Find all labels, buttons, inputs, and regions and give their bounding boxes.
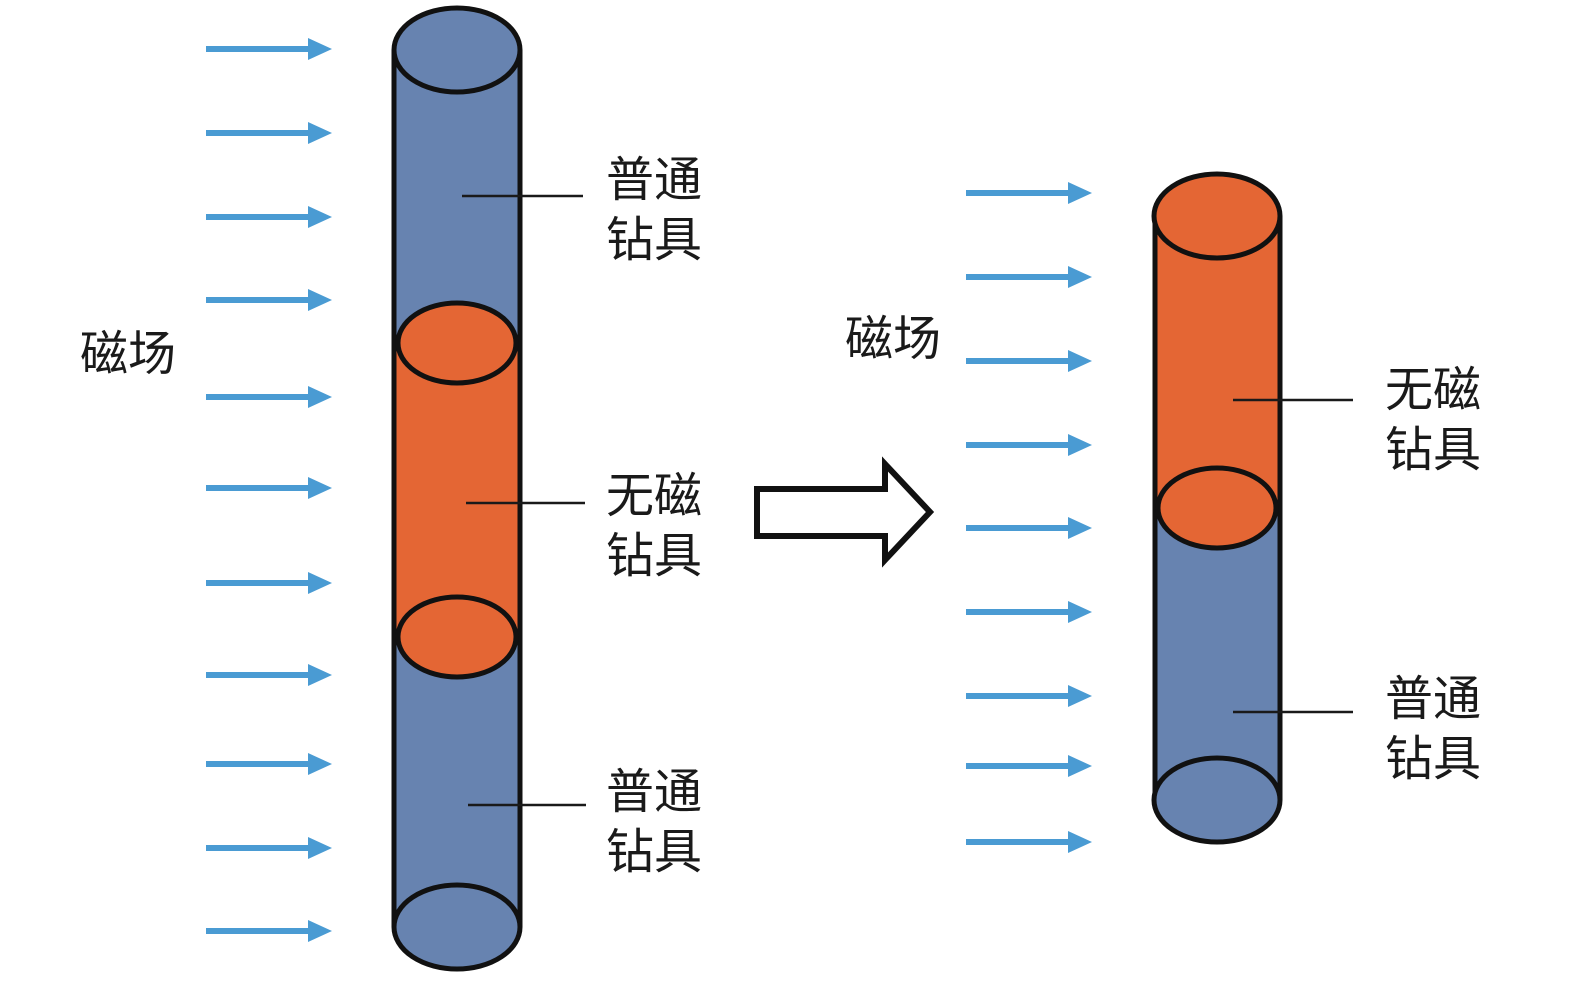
- right-field-arrow-icon: [966, 434, 1092, 456]
- left-normal-drill-tool-lower: [394, 637, 520, 927]
- left-field-arrow-icon: [206, 289, 332, 311]
- right-label-1-line2: 钻具: [1385, 422, 1481, 478]
- right-field-arrow-icon: [966, 182, 1092, 204]
- left-field-arrow-icon: [206, 477, 332, 499]
- right-bottom-cap: [1151, 755, 1283, 845]
- right-field-arrow-icon: [966, 517, 1092, 539]
- left-label-2-line1: 无磁: [606, 468, 702, 524]
- left-label-3-line1: 普通: [606, 764, 702, 820]
- left-label-3-line2: 钻具: [606, 824, 702, 880]
- left-field-arrow-icon: [206, 386, 332, 408]
- right-drill-string: [1151, 171, 1283, 845]
- right-joint: [1155, 465, 1279, 551]
- left-field-arrows: [206, 38, 332, 942]
- right-field-label: 磁场: [845, 311, 941, 367]
- hollow-right-arrow-icon: [754, 456, 935, 568]
- right-field-arrow-icon: [966, 685, 1092, 707]
- left-joint-upper: [395, 300, 519, 386]
- left-drill-string: [391, 5, 523, 972]
- left-joint-lower: [395, 594, 519, 680]
- left-field-arrow-icon: [206, 572, 332, 594]
- left-field-arrow-icon: [206, 122, 332, 144]
- right-label-1-line1: 无磁: [1385, 362, 1481, 418]
- left-field-arrow-icon: [206, 664, 332, 686]
- right-panel: 磁场 无磁 钻具 普通 钻具: [845, 171, 1481, 853]
- right-top-cap: [1151, 171, 1283, 261]
- left-label-1-line1: 普通: [606, 152, 702, 208]
- right-normal-drill-tool: [1155, 508, 1280, 800]
- right-field-arrow-icon: [966, 350, 1092, 372]
- left-nonmagnetic-drill-tool: [394, 343, 520, 637]
- right-field-arrow-icon: [966, 601, 1092, 623]
- right-field-arrows: [966, 182, 1092, 853]
- right-label-2-line2: 钻具: [1385, 731, 1481, 787]
- left-field-arrow-icon: [206, 38, 332, 60]
- left-field-arrow-icon: [206, 837, 332, 859]
- right-nonmagnetic-drill-tool: [1155, 216, 1280, 508]
- right-field-arrow-icon: [966, 266, 1092, 288]
- left-field-arrow-icon: [206, 753, 332, 775]
- left-field-arrow-icon: [206, 206, 332, 228]
- left-bottom-cap: [391, 882, 523, 972]
- left-label-2-line2: 钻具: [606, 528, 702, 584]
- right-label-2-line1: 普通: [1385, 671, 1481, 727]
- left-field-label: 磁场: [80, 326, 176, 382]
- right-field-arrow-icon: [966, 831, 1092, 853]
- left-panel: 磁场 普通 钻具 无磁 钻具 普通 钻具: [80, 5, 702, 972]
- left-label-1-line2: 钻具: [606, 212, 702, 268]
- right-field-arrow-icon: [966, 755, 1092, 777]
- left-top-cap: [391, 5, 523, 95]
- left-field-arrow-icon: [206, 920, 332, 942]
